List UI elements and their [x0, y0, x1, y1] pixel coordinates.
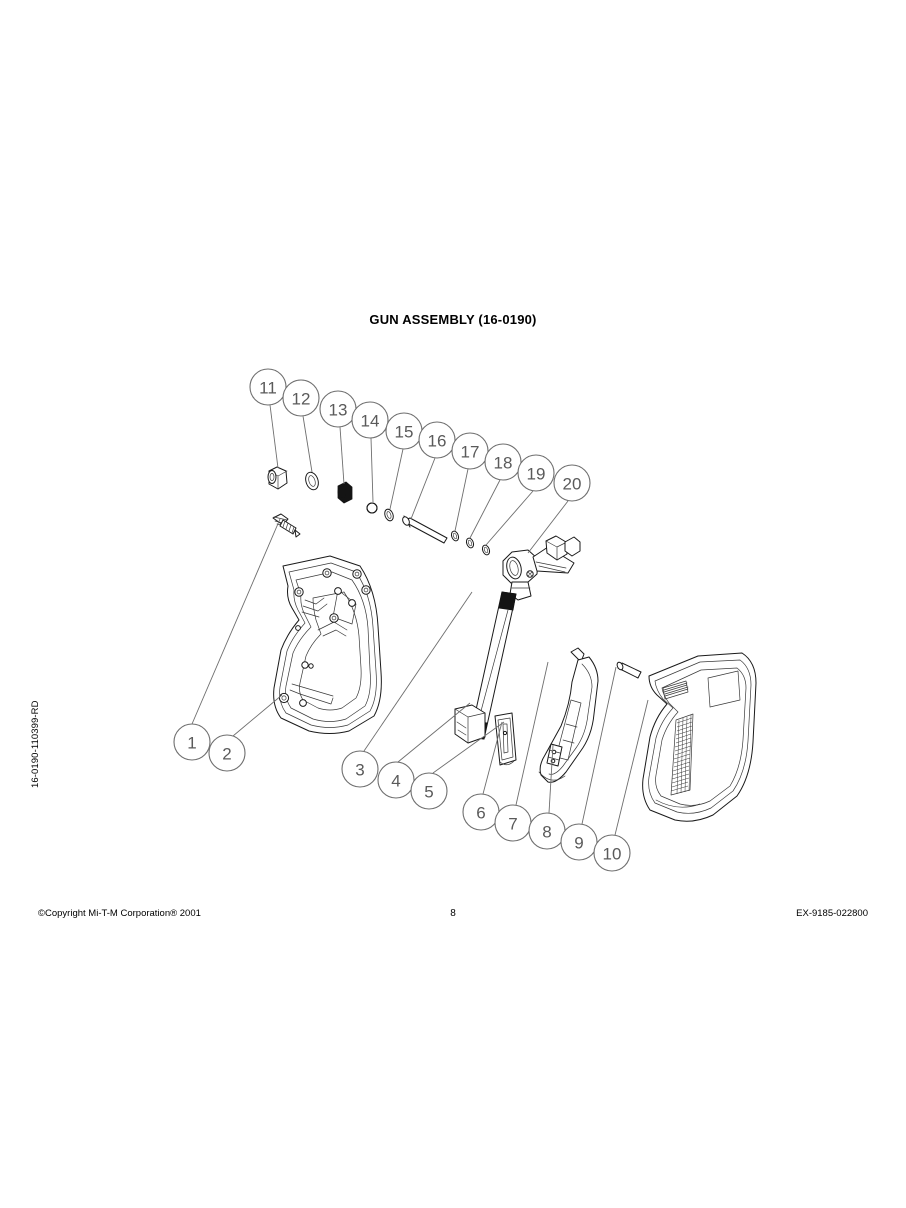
- part-o-ring-small-1: [450, 530, 460, 542]
- callout-10: 10: [593, 834, 631, 872]
- part-clip-bracket: [494, 712, 517, 766]
- callout-number-5: 5: [424, 783, 433, 802]
- part-handle-half-left: [273, 555, 382, 734]
- callout-13: 13: [319, 390, 357, 428]
- leader-lines: [191, 404, 649, 836]
- callout-7: 7: [494, 804, 532, 842]
- part-valve-body: [502, 535, 581, 601]
- callout-circle-12: [282, 379, 320, 417]
- document-code: EX-9185-022800: [796, 908, 868, 919]
- callout-number-16: 16: [428, 432, 447, 451]
- callout-1: 1: [173, 723, 211, 761]
- page-number: 8: [450, 908, 456, 919]
- callout-number-3: 3: [355, 761, 364, 780]
- callout-circle-9: [560, 823, 598, 861]
- callout-circle-1: [173, 723, 211, 761]
- callout-circle-19: [517, 454, 555, 492]
- callout-19: 19: [517, 454, 555, 492]
- part-dowel-pin: [616, 661, 642, 679]
- part-seal: [337, 481, 353, 504]
- callout-number-18: 18: [494, 454, 513, 473]
- part-o-ring-small-3: [481, 544, 491, 556]
- part-o-ring: [305, 471, 319, 491]
- part-handle-half-right: [642, 652, 757, 822]
- callout-number-2: 2: [222, 745, 231, 764]
- part-screw: [272, 513, 301, 538]
- callout-number-9: 9: [574, 834, 583, 853]
- callout-number-11: 11: [259, 379, 277, 398]
- callout-6: 6: [462, 793, 500, 831]
- callout-circle-10: [593, 834, 631, 872]
- callout-circle-16: [418, 421, 456, 459]
- callout-number-19: 19: [527, 465, 546, 484]
- callout-circle-11: [249, 368, 287, 406]
- callout-circle-17: [451, 432, 489, 470]
- callout-17: 17: [451, 432, 489, 470]
- callout-circle-18: [484, 443, 522, 481]
- callout-number-15: 15: [395, 423, 414, 442]
- part-trigger-lever: [538, 647, 599, 783]
- callout-11: 11: [249, 368, 287, 406]
- callout-number-12: 12: [292, 390, 311, 409]
- part-collar: [454, 704, 486, 744]
- callout-circle-5: [410, 772, 448, 810]
- callout-5: 5: [410, 772, 448, 810]
- callout-number-17: 17: [461, 443, 480, 462]
- part-small-washer: [384, 508, 394, 522]
- callout-16: 16: [418, 421, 456, 459]
- callout-number-7: 7: [508, 815, 517, 834]
- callout-number-1: 1: [187, 734, 196, 753]
- callout-number-8: 8: [542, 823, 551, 842]
- part-retaining-pin: [402, 515, 448, 544]
- callout-number-10: 10: [603, 845, 622, 864]
- callout-14: 14: [351, 401, 389, 439]
- callout-4: 4: [377, 761, 415, 799]
- callout-circle-4: [377, 761, 415, 799]
- callout-number-4: 4: [391, 772, 400, 791]
- callout-number-20: 20: [563, 475, 582, 494]
- callout-18: 18: [484, 443, 522, 481]
- page-title: GUN ASSEMBLY (16-0190): [369, 312, 537, 327]
- part-o-ring-small-2: [465, 537, 475, 549]
- callout-circle-20: [553, 464, 591, 502]
- callout-circle-3: [341, 750, 379, 788]
- callout-number-14: 14: [361, 412, 380, 431]
- callout-3: 3: [341, 750, 379, 788]
- copyright-notice: ©Copyright Mi-T-M Corporation® 2001: [38, 908, 201, 919]
- callout-circle-14: [351, 401, 389, 439]
- part-hex-nut: [267, 466, 288, 490]
- callout-number-13: 13: [329, 401, 348, 420]
- callout-number-6: 6: [476, 804, 485, 823]
- callout-15: 15: [385, 412, 423, 450]
- part-washer-ring: [366, 502, 378, 514]
- callout-9: 9: [560, 823, 598, 861]
- callout-12: 12: [282, 379, 320, 417]
- callout-8: 8: [528, 812, 566, 850]
- callout-20: 20: [553, 464, 591, 502]
- callout-circle-2: [208, 734, 246, 772]
- callout-2: 2: [208, 734, 246, 772]
